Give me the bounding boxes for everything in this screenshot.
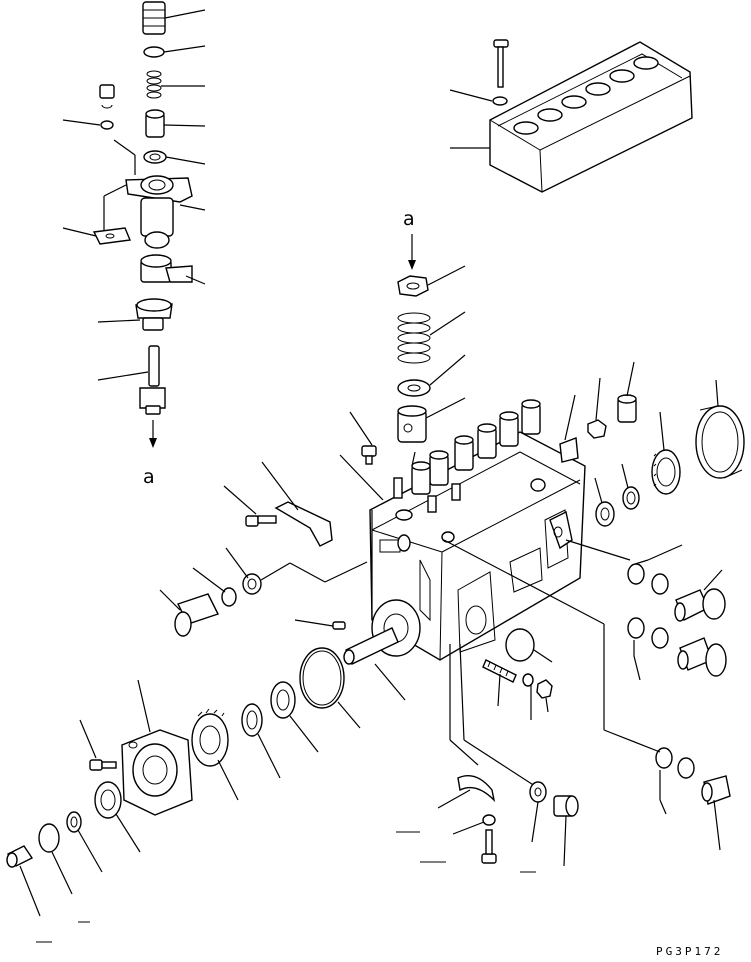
plunger-spring <box>397 311 466 364</box>
cover-bolt <box>449 39 509 106</box>
nut-right <box>587 377 607 439</box>
o-ring-small <box>143 45 206 58</box>
bolt-lower <box>481 829 497 864</box>
banjo-bolt-3 <box>701 775 731 851</box>
screw-bracket <box>261 461 333 547</box>
washer-right-1 <box>621 463 640 510</box>
plunger <box>97 345 166 415</box>
lock-nut-small <box>62 84 136 175</box>
stud-bolt <box>482 659 517 707</box>
callout-stubs <box>36 831 536 943</box>
adjusting-nut <box>397 265 466 297</box>
banjo-bolt-1 <box>674 569 726 622</box>
view-label-a-top: a <box>403 208 415 230</box>
view-arrow-down <box>149 420 157 448</box>
drive-shaft <box>343 599 421 701</box>
drawing-code: PG3P172 <box>656 945 724 958</box>
delivery-valve <box>145 109 206 138</box>
bolt-small <box>223 485 277 527</box>
gear-housing <box>121 679 193 816</box>
nut-stud <box>536 679 553 713</box>
bearing-front <box>94 781 141 853</box>
o-ring-large <box>299 647 361 729</box>
gasket-banjo-3 <box>603 624 695 815</box>
tappet <box>397 397 466 443</box>
shim-ring-2 <box>270 681 319 753</box>
gasket-banjo-2 <box>443 539 669 681</box>
bushing-top <box>617 361 637 423</box>
view-arrow-top <box>408 234 416 270</box>
washer-stud <box>522 673 534 720</box>
spring-seat-upper <box>97 298 173 331</box>
pump-cover <box>450 41 693 193</box>
delivery-valve-holder <box>142 1 206 35</box>
plug-front <box>6 845 41 917</box>
saddle-bracket <box>437 643 539 809</box>
spring-seat-lower <box>397 354 466 397</box>
cover-plate-disc <box>505 628 553 663</box>
washer-front <box>66 811 103 873</box>
washer-lower <box>452 814 496 835</box>
bracket-right <box>549 510 631 561</box>
gasket-ring <box>143 150 206 165</box>
plug-lower <box>553 795 579 867</box>
barrel-flange <box>125 175 206 249</box>
plug-left <box>159 589 219 637</box>
washer-left-2 <box>225 547 368 595</box>
gasket-lower <box>529 781 547 843</box>
washer-left-1 <box>192 567 237 607</box>
key <box>294 619 346 630</box>
washer-right-2 <box>594 477 615 527</box>
shim-ring-1 <box>241 703 281 779</box>
bleeder-screw <box>361 445 377 465</box>
control-sleeve <box>140 254 206 285</box>
shim-plate <box>62 184 131 245</box>
banjo-bolt-2 <box>677 637 727 677</box>
seal-cap <box>38 823 73 895</box>
bearing-large <box>695 379 745 479</box>
tapered-bearing <box>651 411 681 495</box>
pump-housing <box>339 394 586 661</box>
gasket-banjo-1 <box>627 544 683 595</box>
view-label-a-bottom: a <box>143 466 155 488</box>
drive-gear <box>191 708 239 801</box>
valve-spring <box>146 70 205 99</box>
bolt-gear <box>79 719 117 771</box>
